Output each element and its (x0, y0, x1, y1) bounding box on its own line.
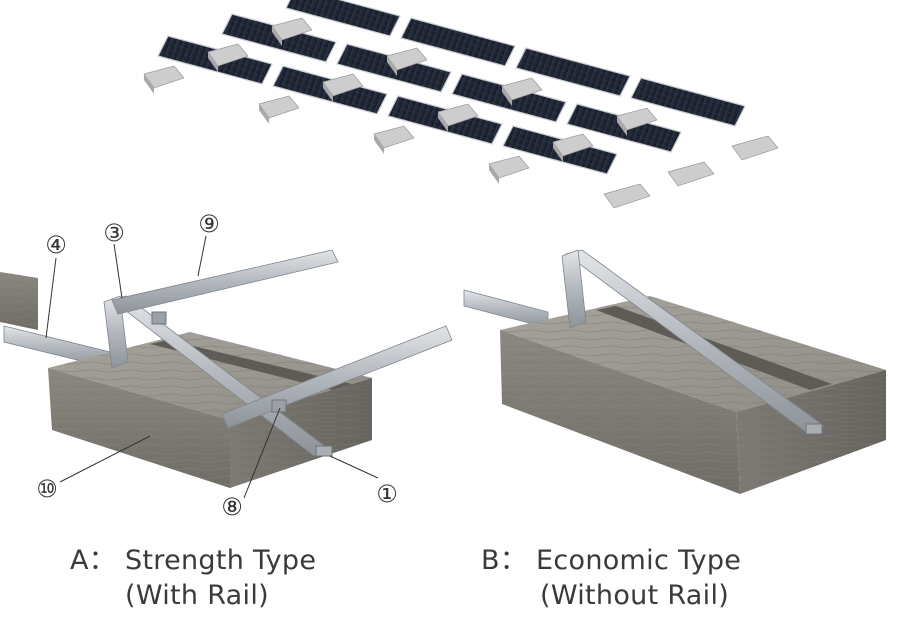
callout-9: ⑨ (198, 210, 220, 238)
ballast-block-end (603, 183, 651, 209)
ballast-block (207, 43, 249, 67)
back-concrete-block (0, 272, 38, 330)
caption-a-title: A： Strength Type (70, 545, 317, 576)
ballast-block-side (438, 112, 448, 132)
economic-connector (805, 423, 823, 435)
ballast-block-side (502, 86, 512, 106)
ballast-block-end (667, 161, 715, 187)
ballast-block (143, 65, 185, 89)
caption-b-subtitle: (Without Rail) (540, 580, 730, 611)
ballast-block (552, 133, 594, 157)
ballast-block-side (387, 56, 397, 76)
economic-type-detail (463, 249, 886, 494)
caption-b-title: B： Economic Type (481, 545, 742, 576)
ballast-block-side (323, 82, 333, 102)
solar-panel (400, 17, 516, 67)
economic-concrete-block (500, 296, 886, 494)
callout-1: ① (376, 480, 398, 508)
callout-8: ⑧ (221, 493, 243, 521)
ballast-block-side (144, 74, 154, 94)
solar-panel (630, 77, 746, 127)
solar-panel (285, 0, 401, 37)
vertical-post (103, 295, 129, 369)
callout-3: ③ (103, 219, 125, 247)
ballast-block-side (553, 142, 563, 162)
ballast-block-end (731, 135, 779, 161)
callout-10: ⑩ (36, 475, 58, 503)
ballast-block-side (374, 134, 384, 154)
callout-4: ④ (45, 231, 67, 259)
economic-vertical-post (561, 249, 587, 329)
ballast-block-side (489, 164, 499, 184)
clamp-8 (271, 399, 287, 413)
caption-a-subtitle: (With Rail) (125, 580, 269, 611)
ballast-block-side (617, 116, 627, 136)
solar-panel (515, 47, 631, 97)
connector-1 (315, 445, 333, 457)
ballast-block-side (272, 26, 282, 46)
ballast-block-side (208, 52, 218, 72)
ballast-block-side (259, 104, 269, 124)
ballast-block (616, 107, 658, 131)
rail-9 (111, 249, 339, 315)
leader-lines-a (45, 235, 379, 499)
panel-array-overview (143, 0, 779, 209)
strength-type-detail (0, 235, 453, 499)
clamp-top (151, 311, 167, 325)
